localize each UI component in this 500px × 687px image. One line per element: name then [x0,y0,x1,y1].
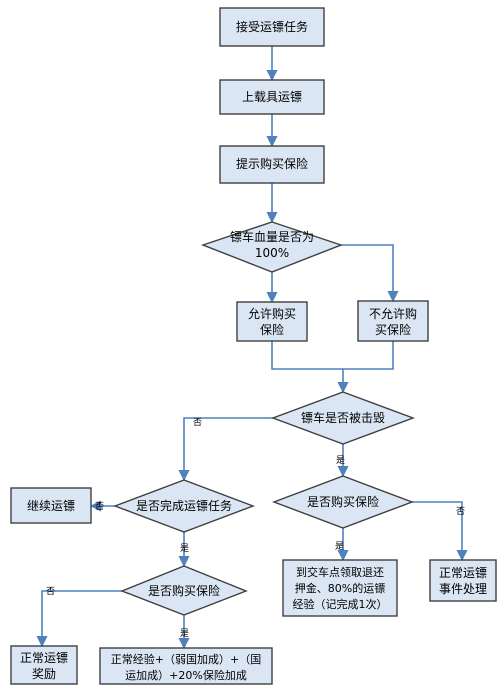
label-boughta-no: 否 [46,586,55,597]
node-continue-escort-text: 继续运镖 [27,498,75,513]
node-hp-full-line1: 镖车血量是否为 [230,229,314,244]
edge-boughtb-no [412,501,468,562]
node-accept-task-text: 接受运镖任务 [236,19,308,34]
node-bought-insurance-b: 是否购买保险 [272,475,414,529]
node-destroyed: 镖车是否被击毁 [270,391,416,445]
label-destroyed-yes: 是 [336,455,345,466]
node-bought-insurance-b-text: 是否购买保险 [307,494,379,509]
node-deny-buy-line2: 买保险 [375,322,411,337]
edge-deny-merge [343,341,394,370]
node-prompt-insurance-text: 提示购买保险 [236,156,308,171]
node-allow-buy: 允许购买 保险 [236,301,308,342]
node-allow-buy-line1: 允许购买 [248,306,296,321]
node-refund-line1: 到交车点领取退还 [296,565,384,579]
node-deny-buy-line1: 不允许购 [369,306,417,321]
edge-destroyed-no [178,417,273,482]
edges [36,46,468,650]
node-continue-escort: 继续运镖 [10,487,92,524]
node-bonus-reward-line2: 运加成）+20%保险加成 [125,668,247,682]
node-completed: 是否完成运镖任务 [113,479,255,533]
node-normal-event-line2: 事件处理 [439,582,487,596]
node-bonus-reward: 正常经验+（弱国加成）+（国 运加成）+20%保险加成 [99,647,273,685]
node-bonus-reward-line1: 正常经验+（弱国加成）+（国 [111,652,261,666]
node-bought-insurance-a-text: 是否购买保险 [148,583,220,598]
label-completed-yes: 是 [180,543,189,554]
label-boughta-yes: 是 [180,628,189,639]
label-boughtb-yes: 是 [335,541,344,552]
node-accept-task: 接受运镖任务 [219,7,325,47]
edge-hp-to-deny [341,244,399,303]
node-load-cargo-text: 上载具运镖 [242,89,302,104]
node-hp-full-line2: 100% [255,246,289,260]
node-completed-text: 是否完成运镖任务 [136,498,232,513]
node-load-cargo: 上载具运镖 [219,79,325,115]
node-prompt-insurance: 提示购买保险 [219,145,325,184]
node-normal-reward-line1: 正常运镖 [20,650,68,665]
node-bought-insurance-a: 是否购买保险 [120,565,248,616]
edge-boughta-no [36,590,122,648]
node-destroyed-text: 镖车是否被击毁 [301,410,385,425]
node-allow-buy-line2: 保险 [260,322,284,337]
node-normal-reward: 正常运镖 奖励 [10,645,78,685]
node-normal-event: 正常运镖 事件处理 [429,559,497,602]
edge-labels: 否 是 否 是 是 否 否 是 [46,417,465,639]
node-hp-full: 镖车血量是否为 100% [200,221,344,273]
node-normal-reward-line2: 奖励 [32,667,56,681]
node-refund: 到交车点领取退还 押金、80%的运镖 经验（记完成1次） [282,559,398,617]
node-normal-event-line1: 正常运镖 [439,565,487,580]
edge-allow-merge [271,341,343,370]
label-destroyed-no: 否 [193,417,202,428]
node-deny-buy: 不允许购 买保险 [357,300,429,342]
label-boughtb-no: 否 [456,506,465,517]
node-refund-line3: 经验（记完成1次） [293,597,388,611]
label-completed-no: 否 [95,501,104,512]
node-refund-line2: 押金、80%的运镖 [295,581,385,595]
